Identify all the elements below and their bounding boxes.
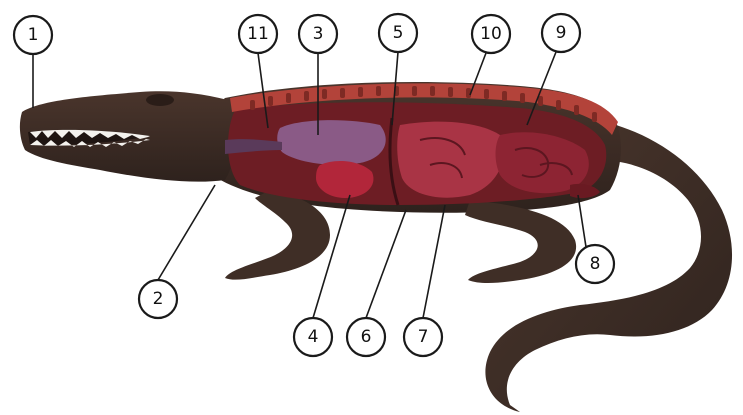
callout-5-label: 5: [393, 23, 404, 43]
callout-10: 10: [472, 15, 510, 53]
leader-7: [423, 205, 445, 318]
callout-5: 5: [379, 14, 417, 52]
leader-8: [578, 195, 586, 247]
leader-2: [158, 185, 215, 280]
callout-3-label: 3: [313, 24, 324, 44]
callout-10-label: 10: [480, 24, 502, 44]
callout-8-label: 8: [590, 254, 601, 274]
callout-8: 8: [576, 245, 614, 283]
callout-7-label: 7: [418, 327, 429, 347]
callout-1: 1: [14, 16, 52, 54]
callout-4: 4: [294, 318, 332, 356]
crocodile-eye: [146, 94, 174, 106]
callout-7: 7: [404, 318, 442, 356]
callout-2: 2: [139, 280, 177, 318]
callout-2-label: 2: [153, 289, 164, 309]
callout-4-label: 4: [308, 327, 319, 347]
callout-6: 6: [347, 318, 385, 356]
callout-9-label: 9: [556, 23, 567, 43]
callout-1-label: 1: [28, 25, 39, 45]
callout-3: 3: [299, 15, 337, 53]
hind-leg: [465, 200, 576, 283]
callout-6-label: 6: [361, 327, 372, 347]
callout-9: 9: [542, 14, 580, 52]
callout-11: 11: [239, 15, 277, 53]
leader-6: [366, 210, 406, 318]
callout-11-label: 11: [247, 24, 269, 44]
